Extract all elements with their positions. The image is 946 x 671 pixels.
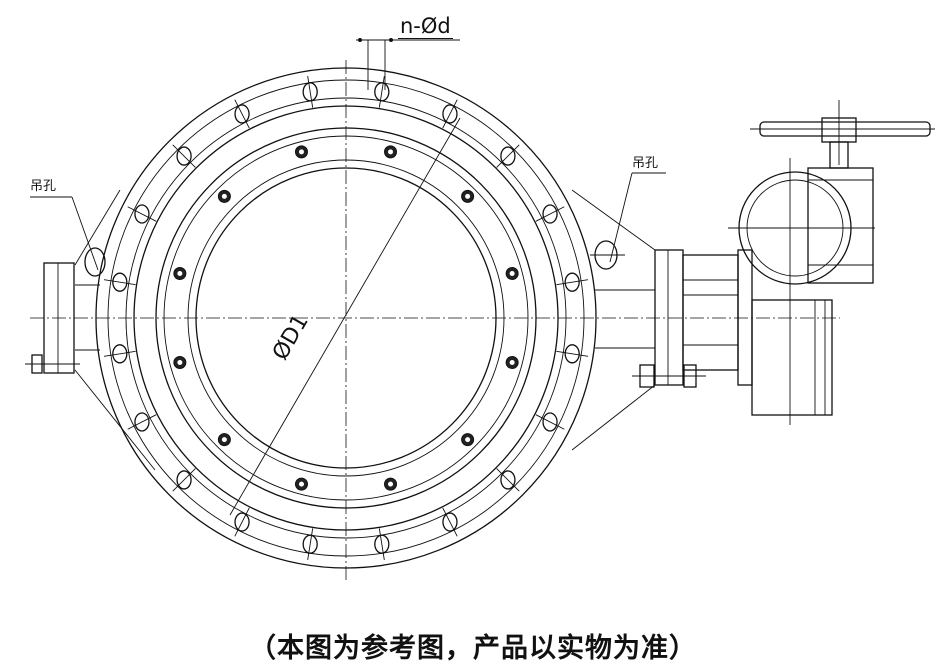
outer-bolt-hole xyxy=(374,82,390,102)
diameter-dimension-line xyxy=(229,117,461,516)
bolt-hole-centerline xyxy=(442,507,458,537)
inner-bolt-center xyxy=(388,481,394,487)
inner-bolt-center xyxy=(465,193,471,199)
bolt-hole-centerline xyxy=(378,75,385,108)
inner-bolt-center xyxy=(177,270,183,276)
bolt-hole-centerline xyxy=(172,144,196,168)
inner-bolt-center xyxy=(509,270,515,276)
inner-bolt-center xyxy=(221,437,227,443)
outer-bolt-hole xyxy=(112,272,128,292)
inner-bolt-center xyxy=(298,149,304,155)
bolt-hole-centerline xyxy=(172,468,196,492)
outer-bolt-hole xyxy=(302,82,318,102)
bolt-hole-centerline xyxy=(535,414,565,430)
outer-bolt-hole xyxy=(112,344,128,364)
bolt-hole-centerline xyxy=(307,528,314,561)
caption: （本图为参考图，产品以实物为准） xyxy=(249,633,697,664)
outer-bolt-hole xyxy=(500,146,516,166)
bolt-hole-centerline xyxy=(496,468,520,492)
outer-bolt-hole xyxy=(374,534,390,554)
left-end-flange xyxy=(25,262,80,374)
bolt-holes xyxy=(103,75,589,561)
outer-bolt-hole xyxy=(542,204,558,224)
lifting-hole-left xyxy=(30,196,106,277)
outer-bolt-hole xyxy=(564,344,580,364)
inner-bolt-center xyxy=(388,149,394,155)
outer-bolt-hole xyxy=(564,272,580,292)
inner-bolt-center xyxy=(177,360,183,366)
bolt-hole-centerline xyxy=(234,99,250,129)
inner-bolt-center xyxy=(465,437,471,443)
valve-body-outline xyxy=(74,189,656,471)
bolt-hole-centerline xyxy=(535,206,565,222)
bolt-hole-centerline xyxy=(103,279,136,286)
outer-bolt-hole xyxy=(234,512,250,532)
lifting-hole-label-left: 吊孔 xyxy=(30,179,57,194)
bolt-hole-centerline xyxy=(103,350,136,357)
lifting-hole-label-right: 吊孔 xyxy=(632,156,659,171)
inner-bolt-center xyxy=(509,360,515,366)
outer-bolt-hole xyxy=(542,412,558,432)
outer-bolt-hole xyxy=(234,104,250,124)
bolt-hole-centerline xyxy=(496,144,520,168)
bolt-hole-centerline xyxy=(442,99,458,129)
gear-actuator xyxy=(632,100,935,425)
bolt-hole-centerline xyxy=(127,414,157,430)
outer-bolt-hole xyxy=(302,534,318,554)
outer-bolt-hole xyxy=(442,512,458,532)
bolt-hole-centerline xyxy=(307,75,314,108)
bolt-hole-label: n-Ød xyxy=(398,14,453,39)
bolt-hole-centerline xyxy=(234,507,250,537)
bolt-hole-centerline xyxy=(378,528,385,561)
bolt-hole-centerline xyxy=(556,279,589,286)
inner-bolt-center xyxy=(221,193,227,199)
outer-bolt-hole xyxy=(176,470,192,490)
bolt-hole-centerline xyxy=(556,350,589,357)
outer-bolt-hole xyxy=(442,104,458,124)
bolt-hole-dimension xyxy=(356,38,460,90)
outer-bolt-hole xyxy=(500,470,516,490)
outer-bolt-hole xyxy=(176,146,192,166)
bolt-hole-centerline xyxy=(127,206,157,222)
lifting-hole-right xyxy=(590,172,666,270)
inner-bolt-center xyxy=(298,481,304,487)
outer-bolt-hole xyxy=(134,412,150,432)
outer-bolt-hole xyxy=(134,204,150,224)
